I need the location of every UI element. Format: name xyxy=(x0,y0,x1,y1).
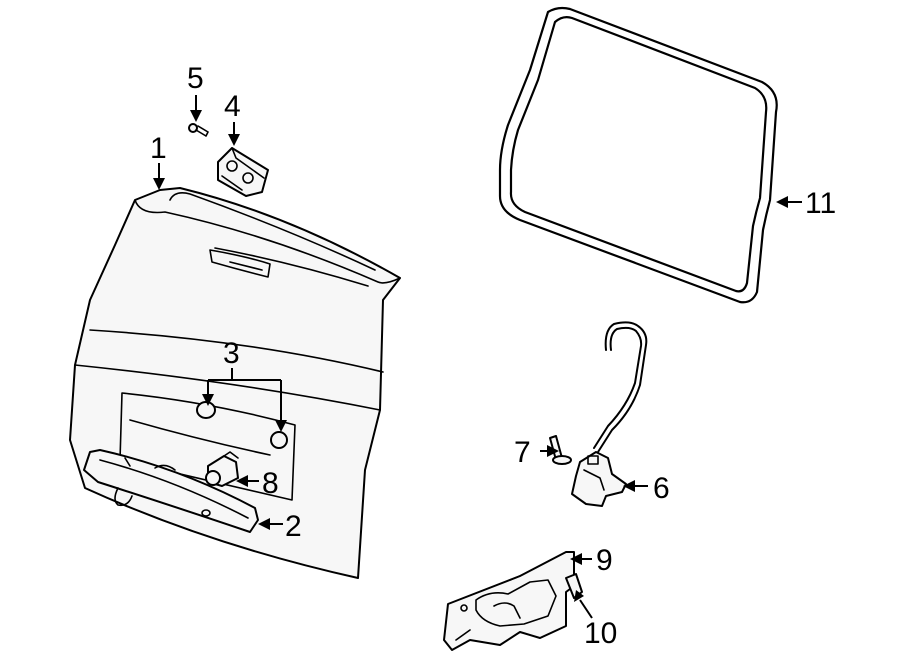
callout-8: 8 xyxy=(262,467,279,500)
latch-assembly xyxy=(571,321,648,507)
callout-10: 10 xyxy=(584,617,617,650)
callout-5: 5 xyxy=(187,62,204,95)
switch-housing xyxy=(217,147,269,197)
callout-4: 4 xyxy=(224,90,241,123)
callout-6: 6 xyxy=(653,472,670,505)
callout-2: 2 xyxy=(285,510,302,543)
callout-11: 11 xyxy=(805,187,836,220)
glass-weatherstrip xyxy=(498,6,778,304)
callout-9: 9 xyxy=(596,544,613,577)
callout-7: 7 xyxy=(514,436,531,469)
callout-3: 3 xyxy=(223,337,240,370)
callout-labels: 1 2 3 4 5 6 7 8 9 10 11 xyxy=(150,62,836,650)
bumper-right xyxy=(270,431,288,449)
lock-cylinder xyxy=(205,451,239,487)
bumper-left xyxy=(196,401,216,419)
handle-bracket xyxy=(443,551,575,651)
screw xyxy=(188,123,209,137)
liftgate-applique xyxy=(83,449,259,533)
leader-lines xyxy=(153,95,802,619)
callout-1: 1 xyxy=(150,132,167,165)
